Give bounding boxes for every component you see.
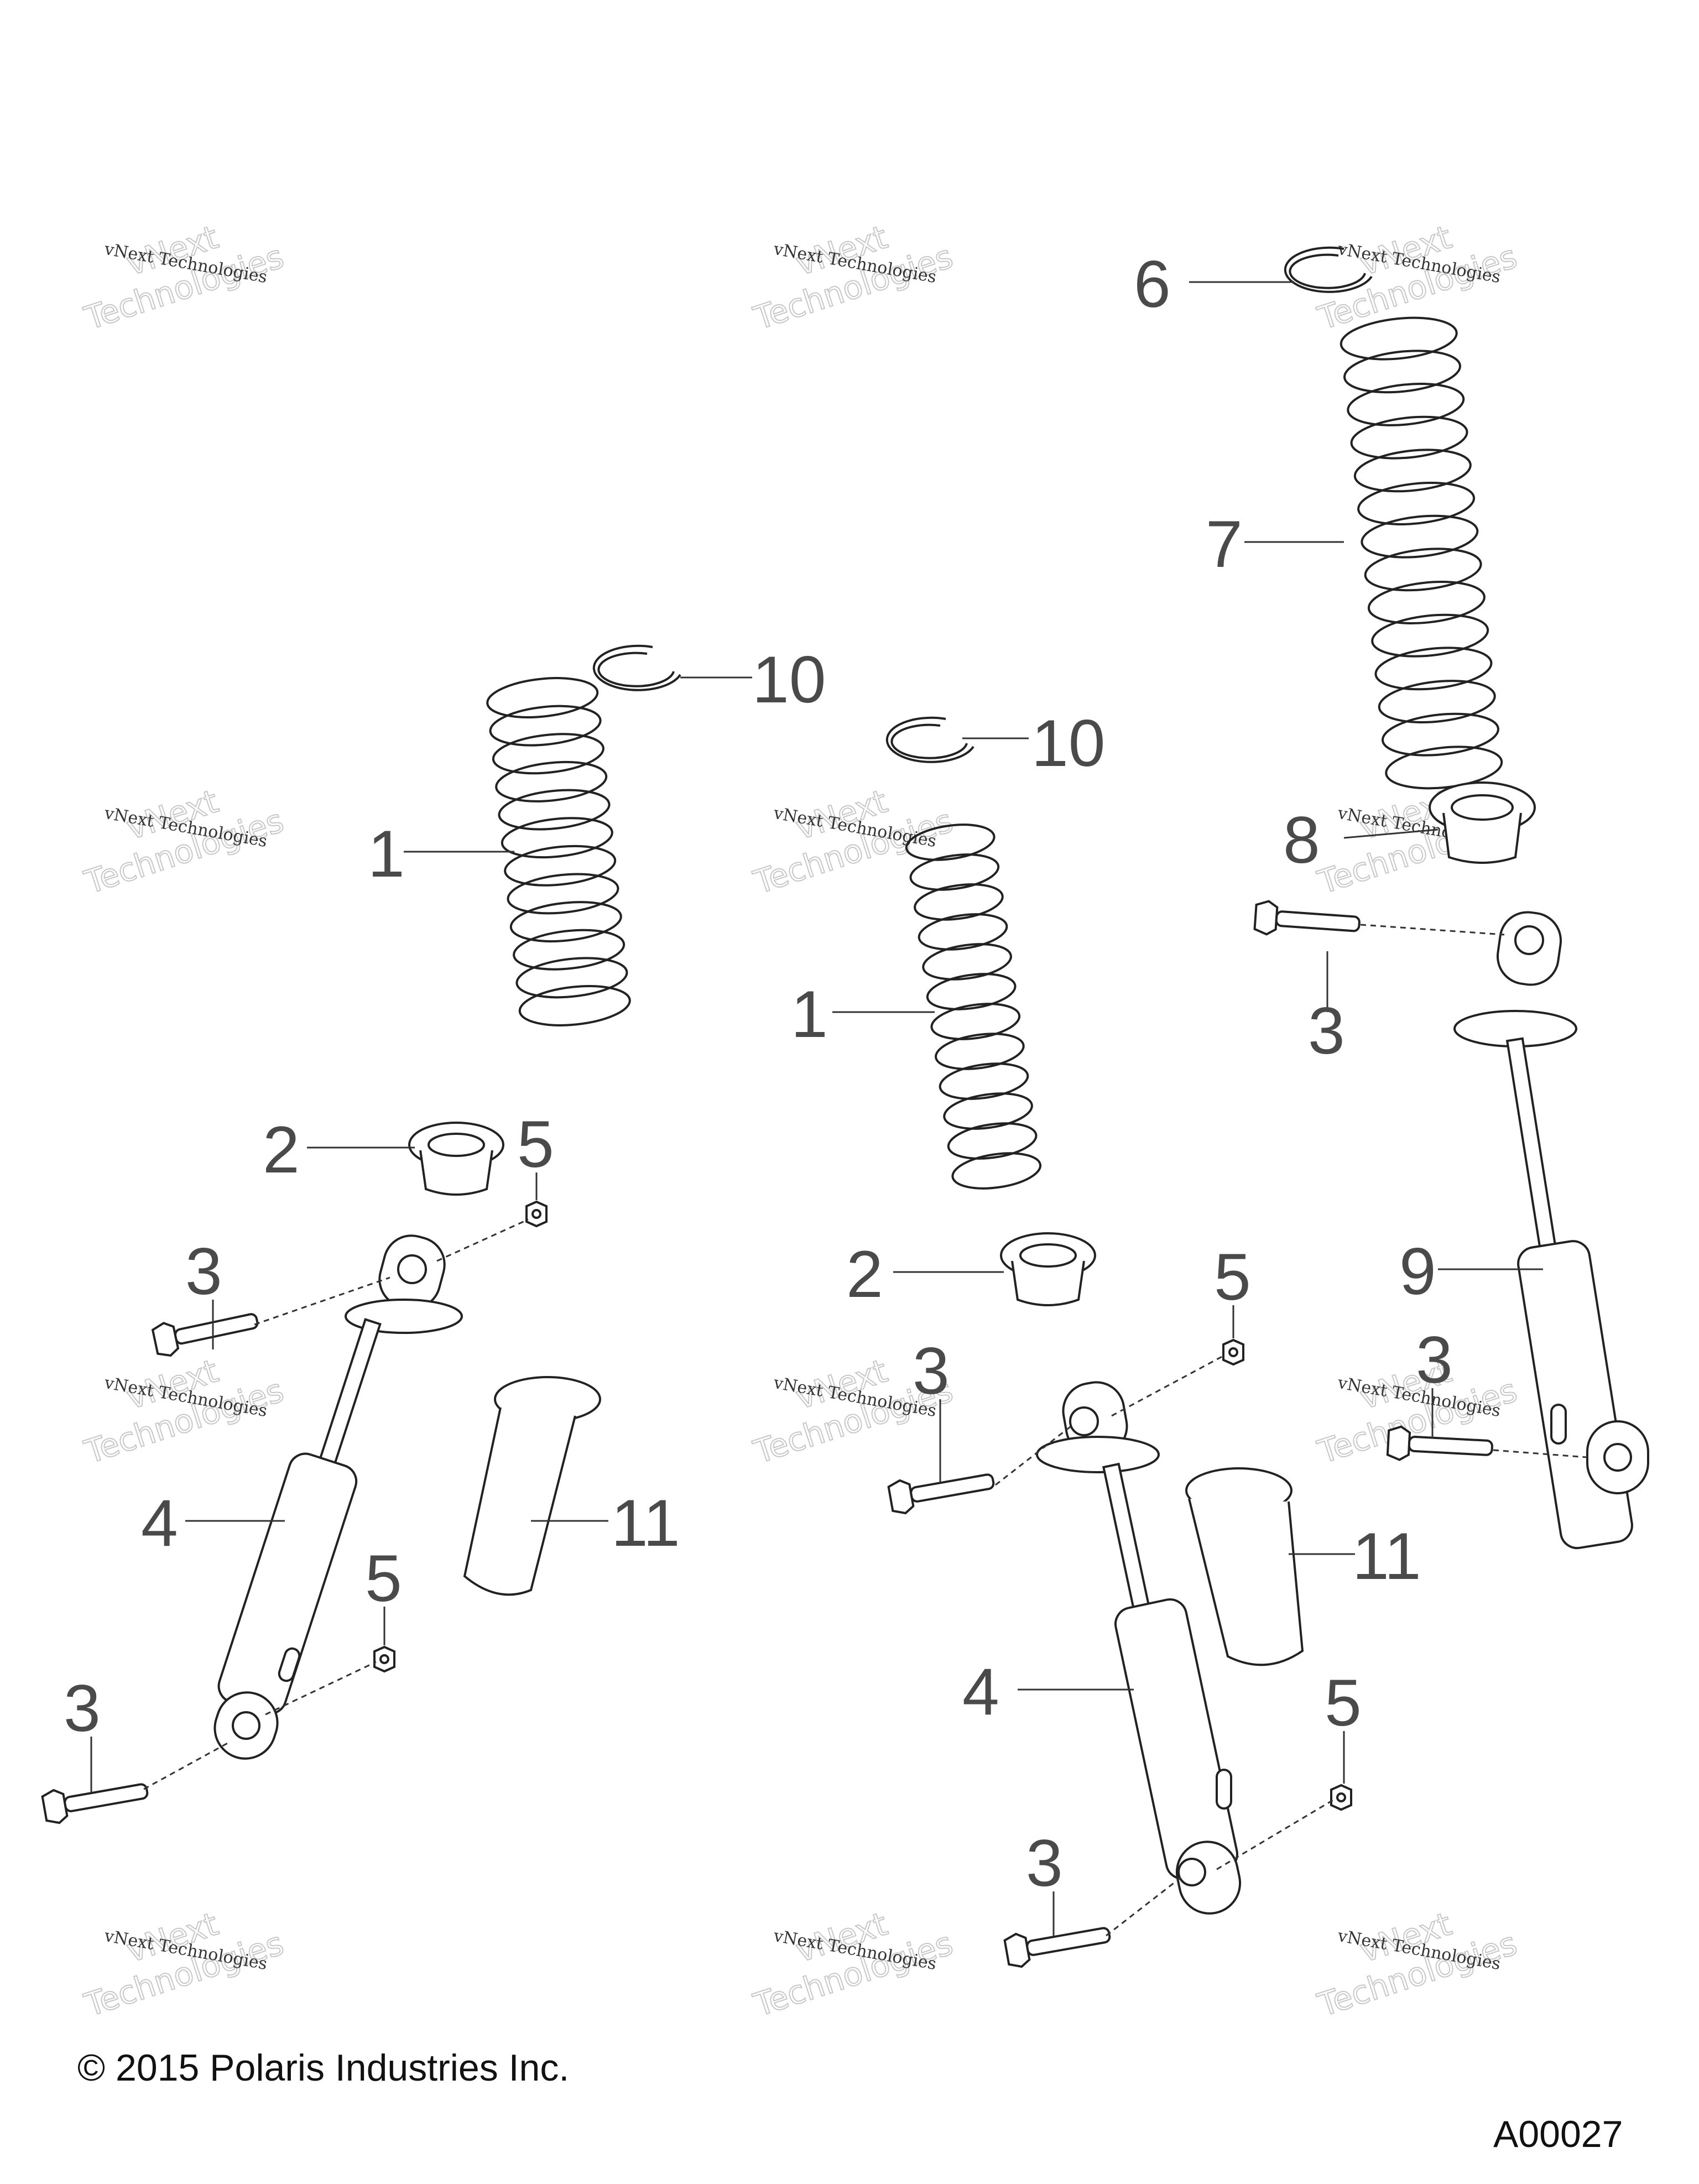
- spring-coil: [914, 883, 1004, 921]
- spring-coil: [947, 1122, 1038, 1160]
- spring-coil: [1347, 383, 1465, 426]
- spring-coil: [509, 901, 622, 942]
- spring-coil: [495, 761, 608, 802]
- callout-5-left-bottom: 5: [365, 1541, 402, 1615]
- spring-coil: [492, 733, 604, 775]
- callout-7: 7: [1206, 507, 1243, 581]
- rear-spring: [1340, 316, 1503, 790]
- spring-coil: [1361, 514, 1479, 559]
- left-boot: [463, 1376, 601, 1596]
- left-shock-top-bolt: [150, 1302, 262, 1359]
- middle-shock: [1036, 1381, 1242, 1915]
- watermark: vNext Technologies vNext Technologies: [1312, 1904, 1521, 2024]
- callout-3-middle-bottom: 3: [1026, 1826, 1063, 1900]
- rear-shock-top-bolt: [1253, 899, 1362, 942]
- middle-top-nut: [1222, 1339, 1244, 1365]
- watermark: vNext Technologies vNext Technologies: [748, 1904, 957, 2024]
- spring-coil: [935, 1033, 1025, 1070]
- middle-shock-top-bolt: [887, 1463, 997, 1516]
- middle-bottom-nut: [1330, 1784, 1352, 1811]
- callout-3-left-bottom: 3: [64, 1671, 101, 1745]
- left-clip: [592, 644, 681, 691]
- watermark: vNext Technologies vNext Technologies: [79, 1351, 288, 1471]
- callout-5-middle-top: 5: [1214, 1240, 1251, 1314]
- spring-coil: [501, 817, 613, 859]
- spring-coil: [909, 853, 1000, 891]
- spring-coil: [1350, 415, 1468, 460]
- spring-coil: [951, 1152, 1042, 1190]
- left-bottom-nut: [373, 1646, 395, 1672]
- spring-coil: [918, 913, 1008, 951]
- left-top-nut: [525, 1201, 548, 1227]
- middle-boot: [1185, 1467, 1304, 1666]
- spring-coil: [1364, 548, 1482, 592]
- spring-coil: [905, 823, 996, 861]
- watermark: vNext Technologies vNext Technologies: [748, 217, 957, 337]
- spring-coil: [489, 705, 602, 747]
- spring-coil: [1378, 680, 1496, 723]
- watermark: vNext Technologies vNext Technologies: [1312, 217, 1521, 337]
- left-shock-bottom-bolt: [40, 1773, 151, 1826]
- callout-3-left-top: 3: [185, 1234, 222, 1309]
- callout-1-left: 1: [368, 817, 405, 891]
- callout-11-left: 11: [611, 1486, 680, 1560]
- spring-coil: [504, 845, 617, 887]
- left-spring: [486, 677, 631, 1026]
- callout-8: 8: [1283, 803, 1320, 877]
- callout-4-left: 4: [141, 1486, 178, 1560]
- watermark: vNext Technologies vNext Technologies: [79, 217, 288, 337]
- spring-coil: [943, 1092, 1033, 1130]
- callout-5-middle-bottom: 5: [1325, 1666, 1362, 1740]
- callout-5-left-top: 5: [517, 1107, 554, 1181]
- callout-4-middle: 4: [962, 1655, 999, 1729]
- spring-coil: [515, 957, 628, 999]
- spring-coil: [513, 929, 626, 971]
- spring-coil: [1353, 449, 1472, 493]
- watermark: vNext Technologies vNext Technologies: [79, 781, 288, 901]
- left-shock: [213, 1234, 463, 1760]
- middle-shock-bottom-bolt: [1003, 1917, 1113, 1970]
- callout-3-rear-top: 3: [1308, 994, 1345, 1068]
- spring-coil: [1374, 647, 1493, 691]
- spring-coil: [518, 985, 631, 1026]
- callout-3-middle-top: 3: [913, 1334, 950, 1408]
- spring-coil: [926, 973, 1017, 1010]
- copyright-notice: © 2015 Polaris Industries Inc.: [77, 2047, 570, 2089]
- spring-coil: [507, 873, 619, 915]
- spring-coil: [498, 789, 611, 831]
- callout-9: 9: [1399, 1234, 1436, 1309]
- middle-bushing: [1000, 1232, 1096, 1306]
- spring-coil: [939, 1062, 1029, 1100]
- callouts: 6 7 8 3 9 3 10 1 2 5 3 4 5 11 3 10 1 2 5…: [64, 247, 1453, 1900]
- callout-2-middle: 2: [846, 1237, 883, 1311]
- rear-bushing: [1429, 781, 1536, 864]
- watermark: vNext Technologies vNext Technologies: [748, 781, 957, 901]
- spring-coil: [1340, 316, 1458, 361]
- callout-3-rear-bottom: 3: [1416, 1323, 1453, 1397]
- spring-coil: [1357, 482, 1476, 525]
- left-bushing: [408, 1122, 504, 1196]
- spring-coil: [1367, 581, 1486, 624]
- spring-coil: [1382, 712, 1499, 757]
- watermark: vNext Technologies vNext Technologies: [79, 1904, 288, 2024]
- spring-coil: [486, 677, 599, 718]
- spring-coil: [1371, 613, 1489, 658]
- callout-10-middle: 10: [1031, 706, 1105, 780]
- callout-6: 6: [1134, 247, 1171, 321]
- middle-clip: [885, 716, 974, 763]
- spring-coil: [930, 1003, 1021, 1040]
- middle-spring: [905, 823, 1042, 1190]
- callout-2-left: 2: [263, 1113, 300, 1187]
- callout-leaders: [90, 281, 1543, 1936]
- spring-coil: [1343, 350, 1461, 394]
- spring-coil: [1385, 746, 1503, 790]
- callout-1-middle: 1: [791, 977, 828, 1051]
- callout-11-middle: 11: [1352, 1519, 1421, 1593]
- spring-coil: [922, 943, 1012, 981]
- diagram-code: A00027: [1493, 2113, 1623, 2155]
- callout-10-left: 10: [752, 643, 826, 717]
